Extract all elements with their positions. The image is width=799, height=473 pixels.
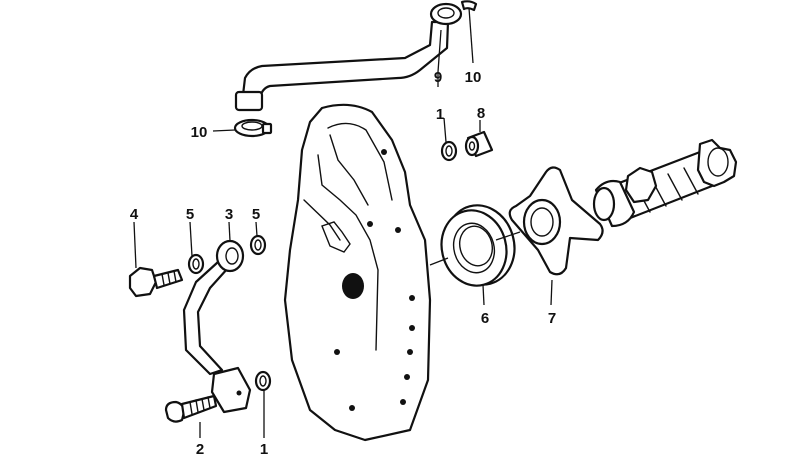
leader-lines [133,7,553,438]
screw-part [164,394,218,423]
callout-label: 1 [260,441,268,458]
callout-label: 1 [436,106,444,123]
callout-label: 7 [548,310,556,327]
bushing-part [464,130,494,158]
callout-label: 5 [186,206,194,223]
seal-ring-part-bottom [254,370,272,392]
callout-label: 9 [434,69,442,86]
callout-label: 4 [130,206,139,223]
banjo-fitting-pipe-part [182,239,252,414]
shaft-seal-part [440,204,516,287]
gear-shaft-part [592,138,738,228]
callout-label: 2 [196,441,204,458]
washer-part-right [249,234,267,256]
callout-label: 10 [465,69,482,86]
seal-ring-part-top [440,140,458,162]
callout-label: 6 [481,310,489,327]
callout-label: 3 [225,206,233,223]
callout-label: 5 [252,206,260,223]
washer-part-left [187,253,205,275]
callout-label: 10 [191,124,208,141]
bolt-part [128,266,184,298]
drive-hub-part [508,166,604,276]
oil-pipe-part [234,2,463,112]
hose-clamp-part [233,118,273,138]
callout-labels: 1 1 2 3 4 5 5 6 7 8 9 10 10 [130,69,556,458]
callout-label: 8 [477,105,485,122]
timing-case-cover [283,103,432,442]
top-clamp-part [460,0,478,12]
